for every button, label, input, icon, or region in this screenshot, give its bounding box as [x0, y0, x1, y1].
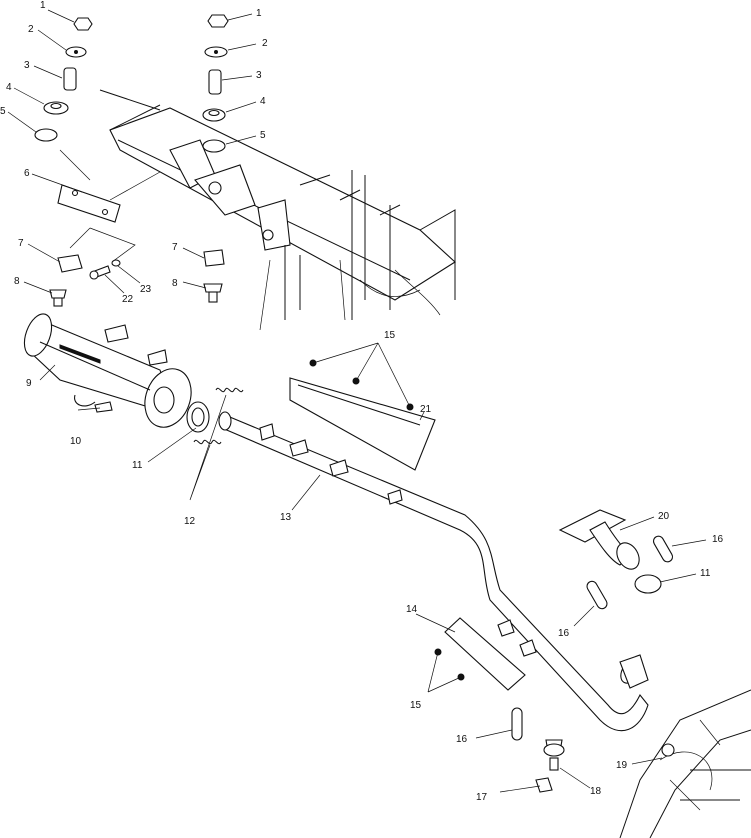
screw-left — [49, 289, 67, 299]
callout-13: 13 — [280, 512, 292, 523]
callout-11-right: 11 — [700, 568, 711, 579]
callout-6: 6 — [24, 168, 30, 179]
callout-5-left: 5 — [0, 106, 6, 117]
callout-4-right: 4 — [260, 96, 266, 107]
isolator-right — [203, 249, 225, 267]
gasket-11-right — [634, 574, 662, 594]
callout-2-left: 2 — [28, 24, 34, 35]
callout-23: 23 — [140, 284, 152, 295]
callout-1-left: 1 — [40, 0, 46, 11]
right-mount-hardware — [202, 14, 229, 303]
mount-bracket-plate — [57, 184, 121, 223]
ring-left — [34, 128, 58, 142]
callout-17: 17 — [476, 792, 488, 803]
callout-15-upper: 15 — [384, 330, 396, 341]
nut-right — [207, 14, 229, 28]
spacer-right — [208, 69, 222, 95]
callout-labels: 1 2 3 4 5 1 2 3 4 5 6 7 7 8 8 22 23 9 10… — [0, 0, 724, 803]
callout-8-left: 8 — [14, 276, 20, 287]
heat-shield-upper — [289, 359, 436, 471]
exhaust-flange — [558, 509, 662, 594]
isolator-left — [57, 254, 83, 273]
callout-8-right: 8 — [172, 278, 178, 289]
ring-right — [202, 139, 226, 153]
springs-16 — [511, 535, 674, 741]
spacer-left — [63, 67, 77, 91]
spring-upper — [215, 387, 244, 393]
spring-16b — [586, 580, 608, 610]
muffler — [23, 313, 192, 428]
callout-7-right: 7 — [172, 242, 178, 253]
spring-16c — [511, 707, 523, 741]
washer-17 — [535, 777, 553, 793]
nut-left — [73, 17, 93, 31]
callout-19: 19 — [616, 760, 628, 771]
head-pipe — [218, 411, 649, 732]
callout-12: 12 — [184, 516, 196, 527]
callout-15-lower: 15 — [410, 700, 422, 711]
callout-16-b: 16 — [558, 628, 570, 639]
spring-16a — [652, 535, 674, 563]
left-mount-hardware — [34, 17, 121, 307]
callout-14: 14 — [406, 604, 418, 615]
callout-3-right: 3 — [256, 70, 262, 81]
callout-3-left: 3 — [24, 60, 30, 71]
callout-22: 22 — [122, 294, 134, 305]
callout-11-left: 11 — [132, 460, 143, 471]
callout-18: 18 — [590, 786, 602, 797]
washer-23 — [111, 259, 121, 267]
screw-right — [203, 283, 223, 293]
plug-and-washer — [535, 739, 565, 793]
callout-5-right: 5 — [260, 130, 266, 141]
heat-shield-lower — [434, 617, 537, 691]
callout-4-left: 4 — [6, 82, 12, 93]
callout-20: 20 — [658, 511, 670, 522]
callout-16-c: 16 — [456, 734, 468, 745]
callout-2-right: 2 — [262, 38, 268, 49]
leader-lines — [7, 9, 707, 793]
frame-crossmember — [99, 89, 456, 331]
gasket-and-springs — [186, 387, 244, 445]
spring-lower — [193, 439, 222, 445]
callout-1-right: 1 — [256, 8, 262, 19]
callout-10: 10 — [70, 436, 82, 447]
engine-corner — [619, 689, 751, 838]
callout-21: 21 — [420, 404, 432, 415]
callout-7-left: 7 — [18, 238, 24, 249]
callout-9: 9 — [26, 378, 32, 389]
callout-16-a: 16 — [712, 534, 724, 545]
